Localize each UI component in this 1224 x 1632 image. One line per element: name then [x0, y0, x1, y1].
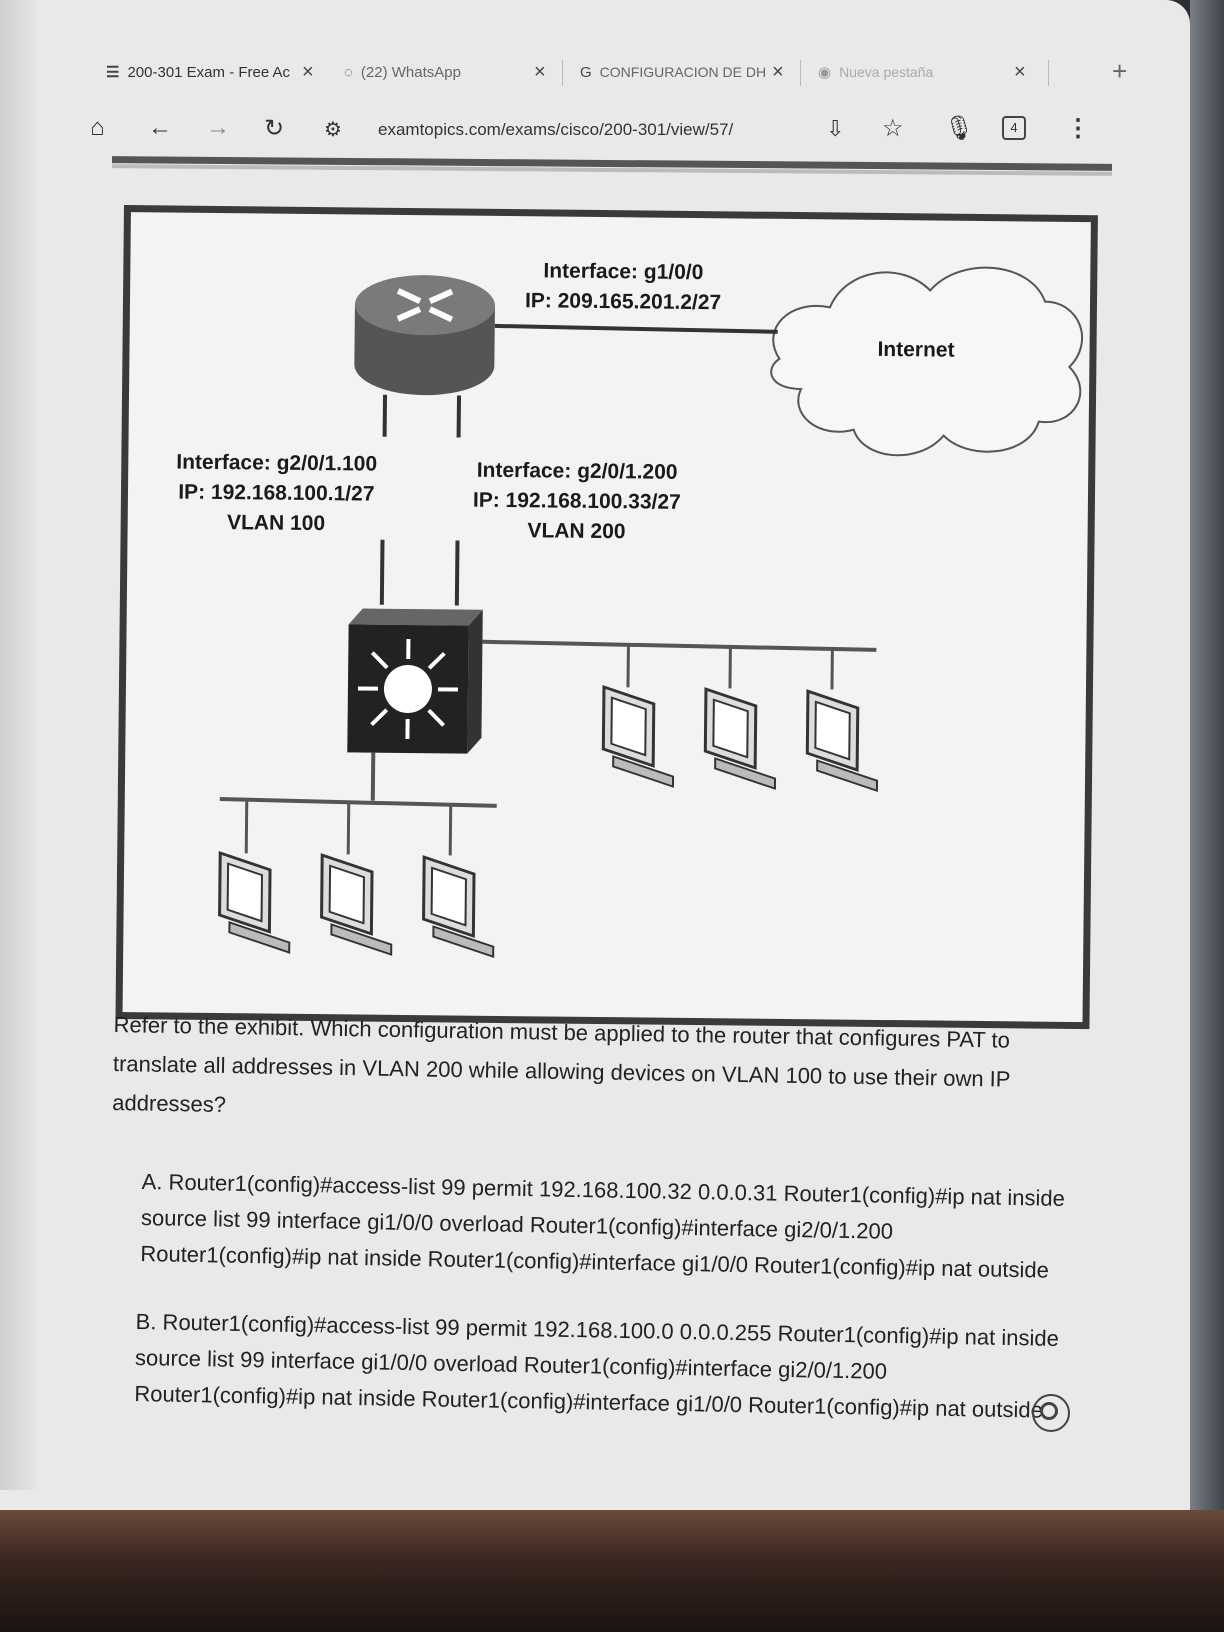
chrome-icon: ◉: [818, 64, 832, 81]
close-icon[interactable]: ×: [534, 60, 546, 83]
floating-action-button[interactable]: [1032, 1394, 1070, 1432]
workstation-icon: [601, 685, 675, 788]
uplink-label: Interface: g1/0/0 IP: 209.165.201.2/27: [525, 256, 722, 318]
layer3-switch-icon: [347, 608, 483, 754]
whatsapp-icon: ◌: [344, 63, 353, 81]
tab-configuracion[interactable]: G CONFIGURACION DE DH ×: [580, 52, 784, 92]
tab-label: (22) WhatsApp: [360, 63, 461, 81]
tab-separator: [562, 60, 563, 86]
network-diagram: [218, 266, 1084, 958]
target-icon: [1040, 1402, 1058, 1420]
question-text: Refer to the exhibit. Which configuratio…: [112, 1011, 1011, 1117]
vlan100-name: VLAN 100: [226, 511, 326, 536]
internet-cloud: [770, 266, 1084, 457]
vlan100-interface: Interface: g2/0/1.100: [176, 450, 378, 476]
tab-nueva-pestana[interactable]: ◉ Nueva pestaña ×: [818, 52, 1026, 92]
answer-option-a[interactable]: A. Router1(config)#access-list 99 permit…: [140, 1168, 1066, 1283]
exhibit-diagram: Interface: g1/0/0 IP: 209.165.201.2/27 I…: [115, 205, 1098, 1030]
internet-label: Internet: [877, 337, 955, 362]
workstation-icon: [703, 687, 777, 790]
answer-option-b[interactable]: B. Router1(config)#access-list 99 permit…: [134, 1308, 1060, 1423]
tab-separator: [800, 60, 801, 86]
close-icon[interactable]: ×: [302, 60, 314, 83]
new-tab-button[interactable]: +: [1112, 56, 1128, 86]
workstation-icon: [805, 689, 879, 792]
back-icon[interactable]: ←: [148, 114, 172, 141]
desk-surface: [0, 1510, 1224, 1632]
vlan200-interface: Interface: g2/0/1.200: [476, 458, 678, 484]
bookmark-star-icon[interactable]: ☆: [882, 115, 904, 142]
microphone-icon[interactable]: 🎙: [944, 115, 975, 142]
url-bar[interactable]: examtopics.com/exams/cisco/200-301/view/…: [378, 120, 734, 139]
tab-label: 200-301 Exam - Free Ac: [127, 63, 291, 81]
workstation-icon: [320, 853, 393, 956]
tab-label: CONFIGURACION DE DH: [599, 64, 767, 80]
device-bezel: [1190, 0, 1224, 1560]
vlan100-label: Interface: g2/0/1.100 IP: 192.168.100.1/…: [176, 448, 378, 540]
google-icon: G: [580, 63, 592, 81]
vlan100-ip: IP: 192.168.100.1/27: [178, 480, 375, 506]
vlan200-ip: IP: 192.168.100.33/27: [472, 488, 681, 514]
toolbar: ⌂ ← → ↻ ⚙ examtopics.com/exams/cisco/200…: [90, 108, 1150, 152]
forward-icon[interactable]: →: [206, 114, 230, 141]
tab-label: Nueva pestaña: [839, 64, 934, 80]
menu-icon[interactable]: ⋮: [1066, 115, 1090, 142]
workstation-icon: [218, 851, 291, 954]
vlan200-label: Interface: g2/0/1.200 IP: 192.168.100.33…: [472, 456, 681, 548]
page-edge: [0, 0, 38, 1490]
close-icon[interactable]: ×: [772, 60, 784, 83]
install-app-icon[interactable]: ⇩: [826, 116, 845, 141]
home-icon[interactable]: ⌂: [90, 114, 105, 141]
uplink-line: [494, 323, 778, 334]
tab-bar: ☰ 200-301 Exam - Free Ac × ◌ (22) WhatsA…: [100, 52, 1150, 92]
uplink-ip: IP: 209.165.201.2/27: [524, 289, 722, 315]
tab-examtopics[interactable]: ☰ 200-301 Exam - Free Ac ×: [106, 52, 314, 92]
tab-count-button[interactable]: 4: [1002, 116, 1026, 140]
workstation-icon: [422, 855, 495, 958]
examtopics-icon: ☰: [106, 64, 120, 81]
vlan200-name: VLAN 200: [527, 519, 626, 544]
close-icon[interactable]: ×: [1014, 60, 1026, 83]
site-settings-icon[interactable]: ⚙: [324, 119, 342, 141]
tab-whatsapp[interactable]: ◌ (22) WhatsApp ×: [344, 52, 546, 92]
tab-separator: [1048, 60, 1049, 86]
uplink-interface: Interface: g1/0/0: [543, 259, 704, 285]
reload-icon[interactable]: ↻: [264, 115, 285, 142]
router-icon: [354, 275, 495, 396]
